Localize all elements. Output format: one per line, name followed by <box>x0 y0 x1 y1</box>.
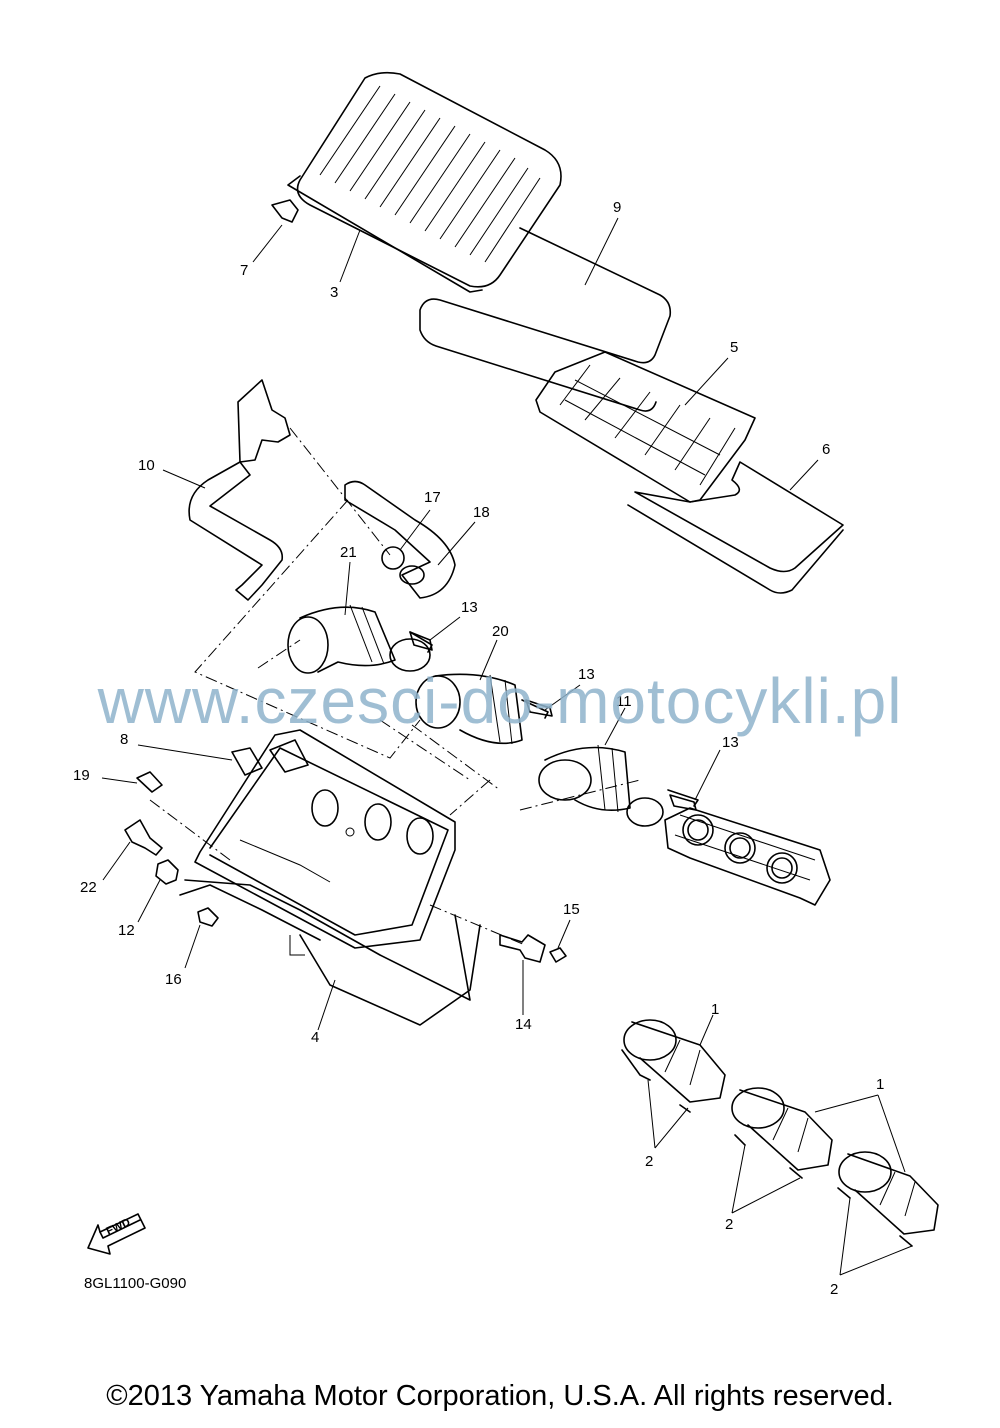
callout-1a: 1 <box>711 1001 720 1018</box>
part-joint-1a <box>621 1019 726 1113</box>
callout-13a: 13 <box>461 599 478 616</box>
callout-16: 16 <box>165 971 182 988</box>
callout-18: 18 <box>473 504 490 521</box>
part-sensor-14 <box>499 934 546 963</box>
callout-20: 20 <box>492 623 509 640</box>
callout-13b: 13 <box>578 666 595 683</box>
callout-3: 3 <box>330 284 339 301</box>
part-joint-1b <box>731 1087 833 1179</box>
part-duct-21 <box>287 604 433 674</box>
callout-22: 22 <box>80 879 97 896</box>
part-screw-15 <box>549 947 567 963</box>
part-airbox <box>179 729 481 1026</box>
callout-9: 9 <box>613 199 622 216</box>
part-clamp-17 <box>381 546 405 570</box>
part-duct-20 <box>415 673 549 745</box>
fwd-arrow-icon <box>87 1213 146 1255</box>
part-clamp-13a <box>409 631 433 651</box>
callout-19: 19 <box>73 767 90 784</box>
callout-7: 7 <box>240 262 249 279</box>
part-air-filter-cover <box>287 71 562 293</box>
part-clamp-13c <box>669 794 697 811</box>
part-hose-10 <box>188 461 284 601</box>
callout-8: 8 <box>120 731 129 748</box>
watermark: www.czesci-do-motocykli.pl <box>97 665 903 737</box>
part-clip-7 <box>271 199 299 223</box>
part-clip-19 <box>136 771 163 793</box>
part-hose-18 <box>344 480 456 599</box>
part-filter-element <box>634 461 844 573</box>
callout-21: 21 <box>340 544 357 561</box>
callout-10: 10 <box>138 457 155 474</box>
callout-4: 4 <box>311 1029 320 1046</box>
callout-13c: 13 <box>722 734 739 751</box>
callout-12: 12 <box>118 922 135 939</box>
callout-5: 5 <box>730 339 739 356</box>
part-throttle-body <box>664 807 831 906</box>
callout-1b: 1 <box>876 1076 885 1093</box>
part-damper-16 <box>197 907 219 927</box>
callout-15: 15 <box>563 901 580 918</box>
part-clamp-13b <box>525 699 553 717</box>
callout-14: 14 <box>515 1016 532 1033</box>
part-duct-11 <box>538 744 699 827</box>
copyright-notice: ©2013 Yamaha Motor Corporation, U.S.A. A… <box>106 1380 894 1412</box>
callout-6: 6 <box>822 441 831 458</box>
callout-2a: 2 <box>645 1153 654 1170</box>
part-grommet-12 <box>155 859 179 885</box>
diagram-code: 8GL1100-G090 <box>84 1275 187 1292</box>
part-grid-plate <box>535 351 756 503</box>
part-wire-9 <box>419 227 672 412</box>
callout-2b: 2 <box>725 1216 734 1233</box>
callout-2c: 2 <box>830 1281 839 1298</box>
leader-lines <box>101 217 913 1276</box>
part-bolt-22 <box>124 819 163 856</box>
callout-17: 17 <box>424 489 441 506</box>
part-block-8 <box>231 747 263 776</box>
part-joint-1c <box>837 1151 939 1247</box>
callout-11: 11 <box>616 693 632 710</box>
